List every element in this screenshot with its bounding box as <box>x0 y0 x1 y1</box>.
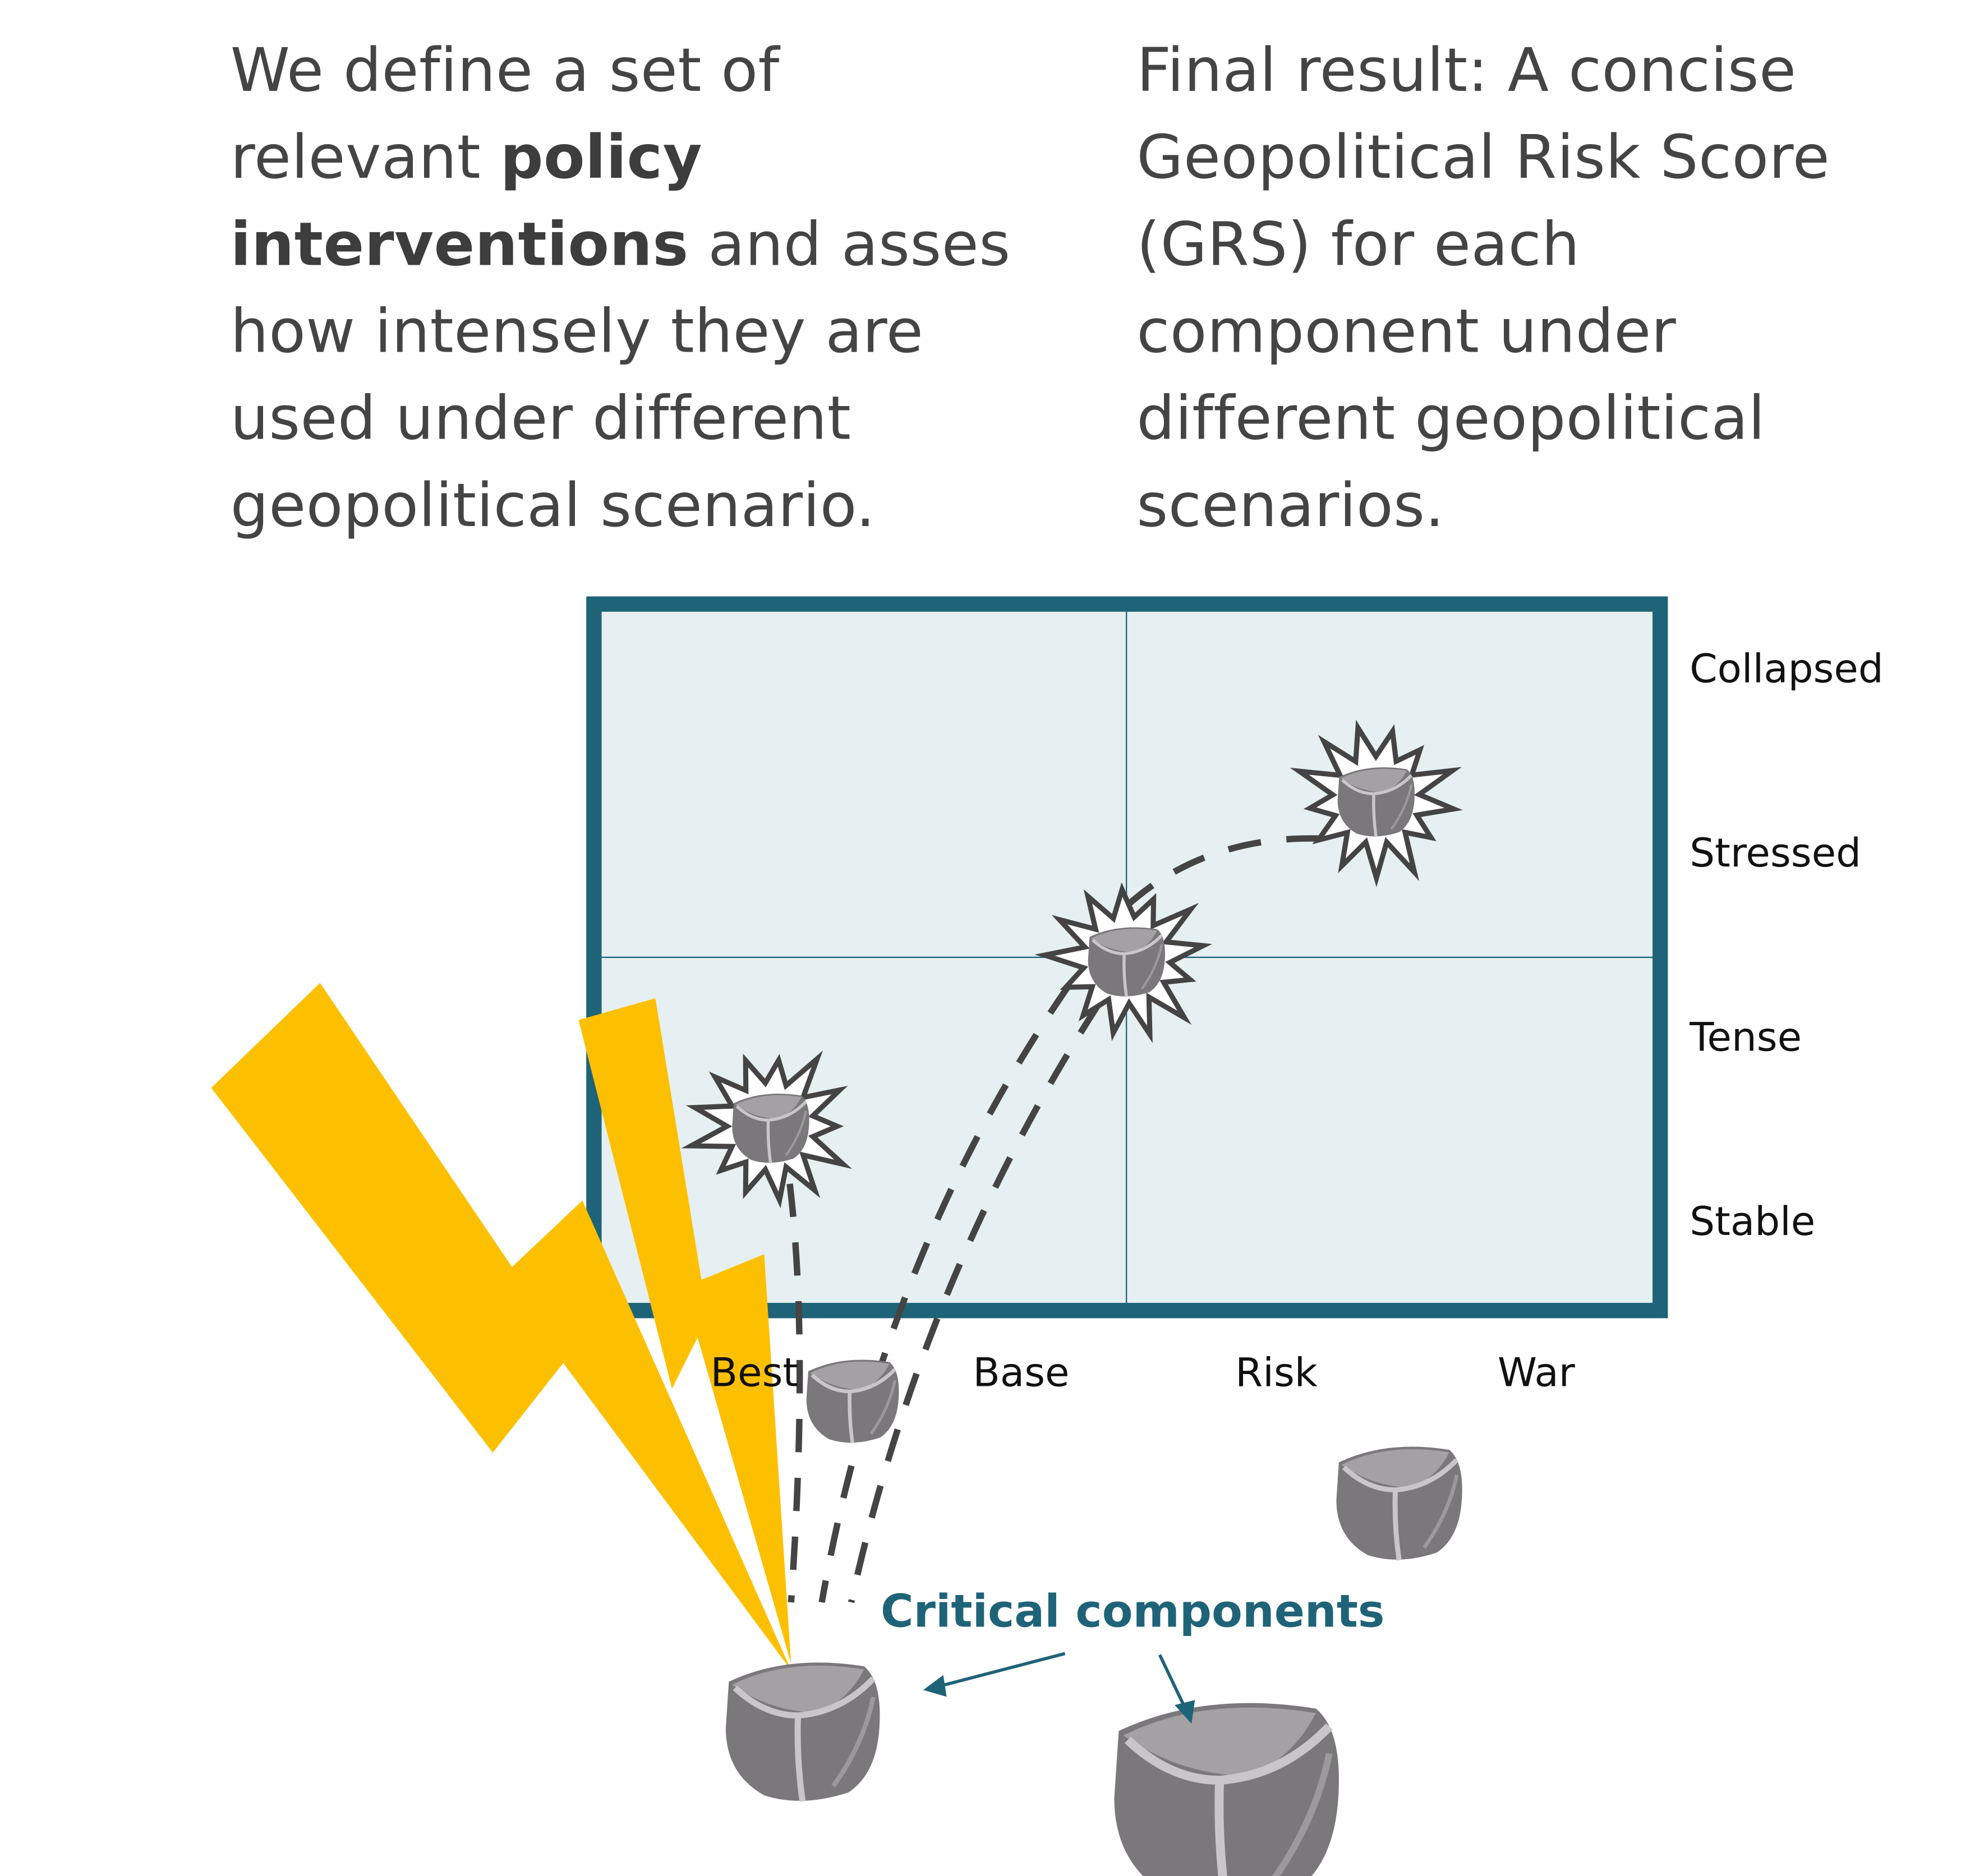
x-scenario-risk: Risk <box>1235 1350 1318 1396</box>
text-run: and asses <box>688 210 1011 280</box>
y-level-collapsed: Collapsed <box>1690 646 1884 693</box>
trajectory-base-b <box>848 1003 1101 1603</box>
lightning-bolt-icon <box>211 983 791 1671</box>
paragraph-line: relevant policy <box>231 115 1011 202</box>
lightning-bolt-icon <box>578 998 791 1664</box>
component-rock-icon <box>1088 927 1165 997</box>
y-level-tense: Tense <box>1690 1015 1802 1061</box>
text-run: how intensely they are <box>230 297 924 367</box>
arrow-icon <box>1158 1654 1187 1709</box>
callout-arrows <box>923 1652 1195 1724</box>
paragraph-line: used under different <box>231 376 1011 463</box>
x-scenario-war: War <box>1497 1350 1575 1396</box>
component-rock-icon <box>1338 767 1415 837</box>
paragraph-line: We define a set of <box>231 28 1011 115</box>
paragraph-line: different geopolitical <box>1136 376 1830 463</box>
emphasis-text: interventions <box>230 210 689 280</box>
paragraph-line: geopolitical scenario. <box>231 463 1011 550</box>
paragraph-line: scenarios. <box>1136 463 1830 550</box>
critical-component-rock-icon <box>1114 1703 1338 1876</box>
text-run: relevant <box>230 123 500 193</box>
text-run: different geopolitical <box>1136 384 1766 455</box>
critical-components-label: Critical components <box>881 1587 1385 1638</box>
y-level-stable: Stable <box>1690 1199 1816 1246</box>
text-run: (GRS) for each <box>1136 210 1580 280</box>
paragraph-line: (GRS) for each <box>1136 202 1830 289</box>
text-run: We define a set of <box>230 35 780 107</box>
component-rock-icon <box>807 1359 899 1443</box>
paragraph-line: interventions and asses <box>231 202 1011 289</box>
y-level-stressed: Stressed <box>1690 831 1862 877</box>
paragraph-line: Geopolitical Risk Score <box>1136 115 1830 202</box>
text-run: geopolitical scenario. <box>230 471 876 542</box>
text-run: Geopolitical Risk Score <box>1136 123 1830 193</box>
text-run: component under <box>1136 297 1677 367</box>
emphasis-text: policy <box>500 123 702 193</box>
component-rock-icon <box>732 1094 809 1163</box>
component-rock-icon <box>1336 1447 1462 1560</box>
text-run: Final result: A concise <box>1136 35 1797 107</box>
paragraph-line: how intensely they are <box>231 289 1011 376</box>
text-run: scenarios. <box>1136 471 1445 542</box>
arrow-icon <box>936 1652 1066 1689</box>
paragraph-line: component under <box>1136 289 1830 376</box>
paragraph-line: Final result: A concise <box>1136 28 1830 115</box>
text-run: used under different <box>230 384 851 455</box>
x-scenario-base: Base <box>973 1350 1070 1396</box>
trajectory-best <box>786 1183 803 1603</box>
x-scenario-best: Best <box>710 1350 799 1396</box>
critical-component-rock-icon <box>726 1662 880 1801</box>
